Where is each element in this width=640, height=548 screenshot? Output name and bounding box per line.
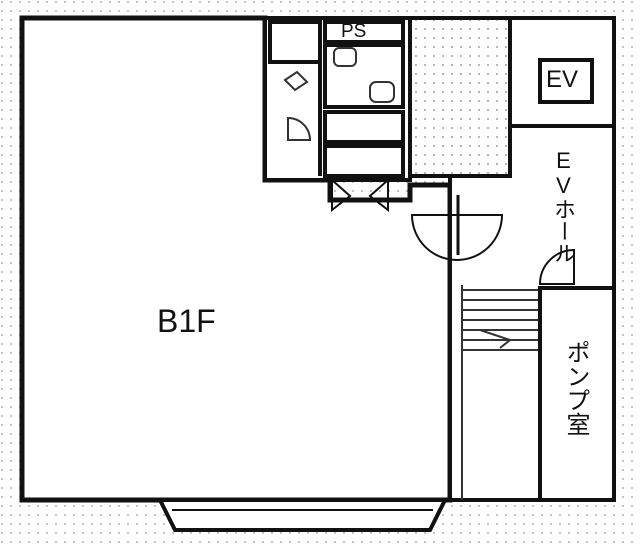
elevator-hall-label: EVホール — [551, 148, 576, 264]
pump-room-label: ポンプ室 — [562, 340, 589, 436]
service-hatch — [408, 16, 512, 178]
toilet-fixtures — [283, 47, 395, 141]
elevator-label: EV — [546, 66, 579, 93]
bottom-window-bay — [156, 498, 449, 532]
pump-room-outline — [538, 286, 616, 502]
staircase — [461, 285, 540, 500]
pump-room-door-swing — [538, 248, 575, 285]
floor-label: B1F — [157, 303, 216, 339]
service-core — [263, 16, 412, 182]
hall-door-swing — [410, 214, 504, 261]
entrance-doors — [331, 177, 389, 213]
pipe-shaft-label: PS — [341, 21, 367, 42]
elevator-block — [508, 16, 616, 128]
